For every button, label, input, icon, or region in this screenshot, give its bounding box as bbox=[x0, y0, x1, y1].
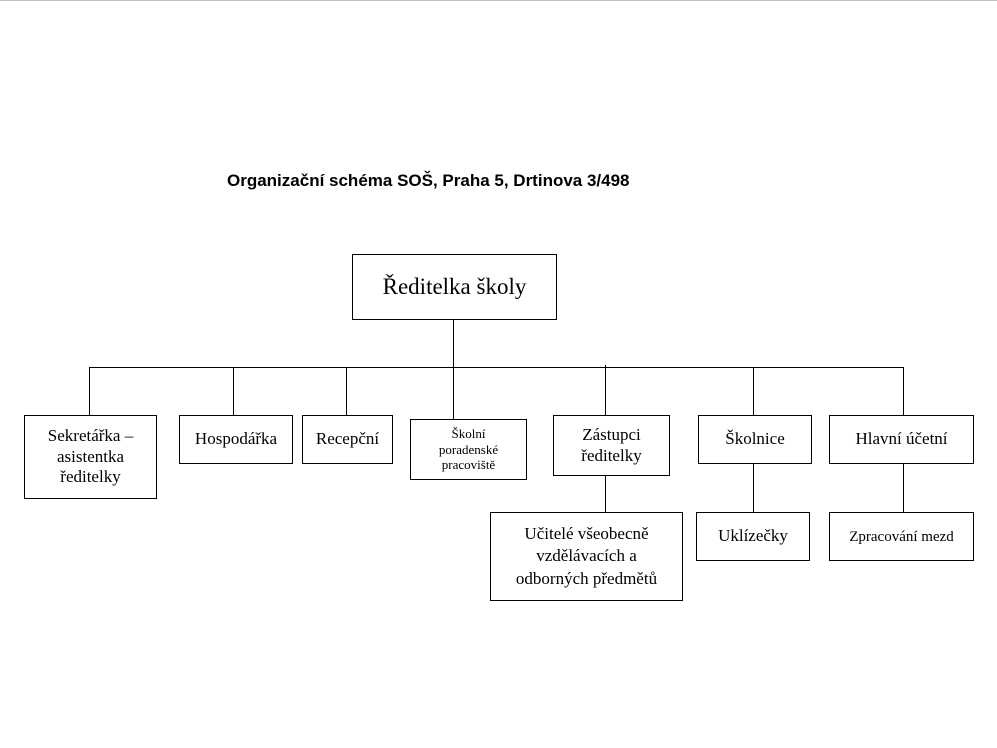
node-label: Zástupci ředitelky bbox=[581, 425, 642, 465]
node-ucitele: Učitelé všeobecně vzdělávacích a odborný… bbox=[490, 512, 683, 601]
connector-zastupci-ucitele bbox=[605, 475, 606, 512]
node-sekretarka: Sekretářka – asistentka ředitelky bbox=[24, 415, 157, 499]
node-ucetni: Hlavní účetní bbox=[829, 415, 974, 464]
node-mzdy: Zpracování mezd bbox=[829, 512, 974, 561]
node-label: Učitelé všeobecně vzdělávacích a odborný… bbox=[515, 524, 658, 588]
page-top-border bbox=[0, 0, 997, 1]
connector-zastupci bbox=[605, 365, 606, 415]
connector-poradenske bbox=[453, 367, 454, 419]
node-label: Recepční bbox=[315, 429, 380, 449]
node-skolnice: Školnice bbox=[698, 415, 812, 464]
node-label: Zpracování mezd bbox=[849, 528, 954, 545]
node-label: Ředitelka školy bbox=[382, 274, 527, 300]
diagram-title: Organizační schéma SOŠ, Praha 5, Drtinov… bbox=[227, 171, 630, 190]
node-label: Hlavní účetní bbox=[855, 429, 948, 449]
node-zastupci: Zástupci ředitelky bbox=[553, 415, 670, 476]
node-label: Školní poradenské pracoviště bbox=[438, 426, 499, 473]
node-poradenske: Školní poradenské pracoviště bbox=[410, 419, 527, 480]
node-label: Uklízečky bbox=[718, 526, 788, 546]
node-hospodarka: Hospodářka bbox=[179, 415, 293, 464]
connector-horizontal-bar bbox=[89, 367, 904, 368]
node-uklizecky: Uklízečky bbox=[696, 512, 810, 561]
connector-sekretarka bbox=[89, 367, 90, 415]
node-label: Hospodářka bbox=[194, 429, 278, 449]
connector-recepcni bbox=[346, 367, 347, 415]
node-label: Školnice bbox=[725, 429, 785, 449]
connector-ucetni bbox=[903, 367, 904, 415]
connector-skolnice bbox=[753, 367, 754, 415]
connector-hospodarka bbox=[233, 367, 234, 415]
node-reditelka: Ředitelka školy bbox=[352, 254, 557, 320]
node-recepcni: Recepční bbox=[302, 415, 393, 464]
node-label: Sekretářka – asistentka ředitelky bbox=[47, 426, 134, 487]
connector-root-down bbox=[453, 319, 454, 368]
connector-ucetni-mzdy bbox=[903, 463, 904, 513]
connector-skolnice-uklizecky bbox=[753, 463, 754, 513]
